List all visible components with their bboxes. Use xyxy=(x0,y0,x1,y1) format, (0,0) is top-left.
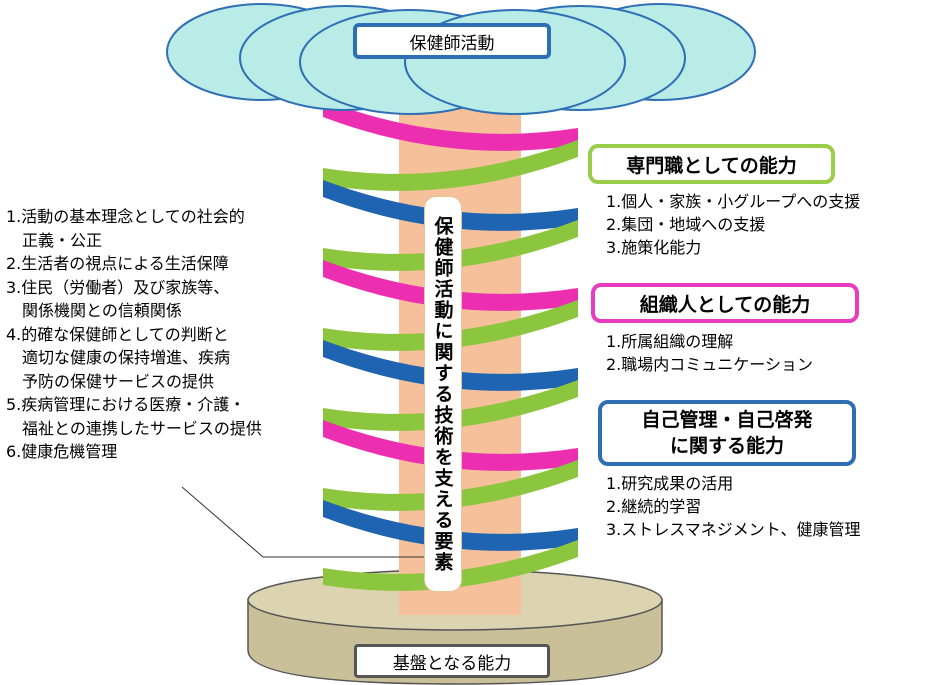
base-label: 基盤となる能力 xyxy=(392,653,512,674)
group-professional-title-box: 専門職としての能力 xyxy=(588,144,835,184)
left-list: 1.活動の基本理念としての社会的 正義・公正 2.生活者の視点による生活保障 3… xyxy=(6,205,262,464)
helix-band xyxy=(323,220,578,271)
group-professional-items: 1.個人・家族・小グループへの支援 2.集団・地域への支援 3.施策化能力 xyxy=(606,190,860,259)
center-label: 保健師活動に関する技術を支える要素 xyxy=(431,215,454,573)
helix-band xyxy=(323,100,578,151)
group-self-management-items: 1.研究成果の活用 2.継続的学習 3.ストレスマネジメント、健康管理 xyxy=(606,472,860,541)
helix-band xyxy=(323,140,578,191)
left-item: 3.住民（労働者）及び家族等、 xyxy=(6,277,230,297)
group-organization-title-box: 組織人としての能力 xyxy=(591,283,859,323)
group-item: 3.施策化能力 xyxy=(606,238,702,257)
helix-band xyxy=(323,420,578,471)
helix-band xyxy=(323,540,578,591)
helix-band xyxy=(323,300,578,351)
helix-band xyxy=(323,380,578,431)
left-item: 予防の保健サービスの提供 xyxy=(6,371,215,391)
left-item: 福祉との連携したサービスの提供 xyxy=(6,418,262,438)
helix-band xyxy=(323,340,578,391)
group-organization-items: 1.所属組織の理解 2.職場内コミュニケーション xyxy=(606,330,813,376)
helix-band xyxy=(323,500,578,551)
top-title: 保健師活動 xyxy=(409,33,495,54)
left-item: 5.疾病管理における医療・介護・ xyxy=(6,395,246,414)
left-item: 正義・公正 xyxy=(6,230,103,250)
top-title-box: 保健師活動 xyxy=(353,23,551,59)
group-item: 2.継続的学習 xyxy=(606,497,702,516)
group-self-management-title-box: 自己管理・自己啓発 に関する能力 xyxy=(598,400,856,466)
group-item: 2.集団・地域への支援 xyxy=(606,215,766,234)
left-item: 6.健康危機管理 xyxy=(6,442,118,461)
leader-line xyxy=(181,486,424,558)
group-item: 1.所属組織の理解 xyxy=(606,332,734,351)
helix-ribbons xyxy=(323,100,578,591)
left-item: 1.活動の基本理念としての社会的 xyxy=(6,207,245,226)
helix-band xyxy=(323,180,578,231)
left-item: 2.生活者の視点による生活保障 xyxy=(6,254,229,273)
group-item: 1.研究成果の活用 xyxy=(606,474,734,493)
center-label-box: 保健師活動に関する技術を支える要素 xyxy=(424,196,462,592)
group-item: 2.職場内コミュニケーション xyxy=(606,355,813,374)
left-item: 適切な健康の保持増進、疾病 xyxy=(6,348,231,367)
tree-canopy xyxy=(166,3,756,115)
group-title-line: 自己管理・自己啓発 xyxy=(641,409,813,431)
helix-band xyxy=(323,260,578,311)
group-item: 1.個人・家族・小グループへの支援 xyxy=(606,192,861,211)
left-item: 4.的確な保健師としての判断と xyxy=(6,324,229,344)
group-title: 組織人としての能力 xyxy=(639,293,811,316)
left-item: 関係機関との信頼関係 xyxy=(6,301,182,320)
helix-band xyxy=(323,460,578,511)
group-title: 専門職としての能力 xyxy=(626,154,797,177)
base-label-box: 基盤となる能力 xyxy=(354,644,550,678)
group-item: 3.ストレスマネジメント、健康管理 xyxy=(606,520,861,539)
group-title-line: に関する能力 xyxy=(669,435,784,457)
